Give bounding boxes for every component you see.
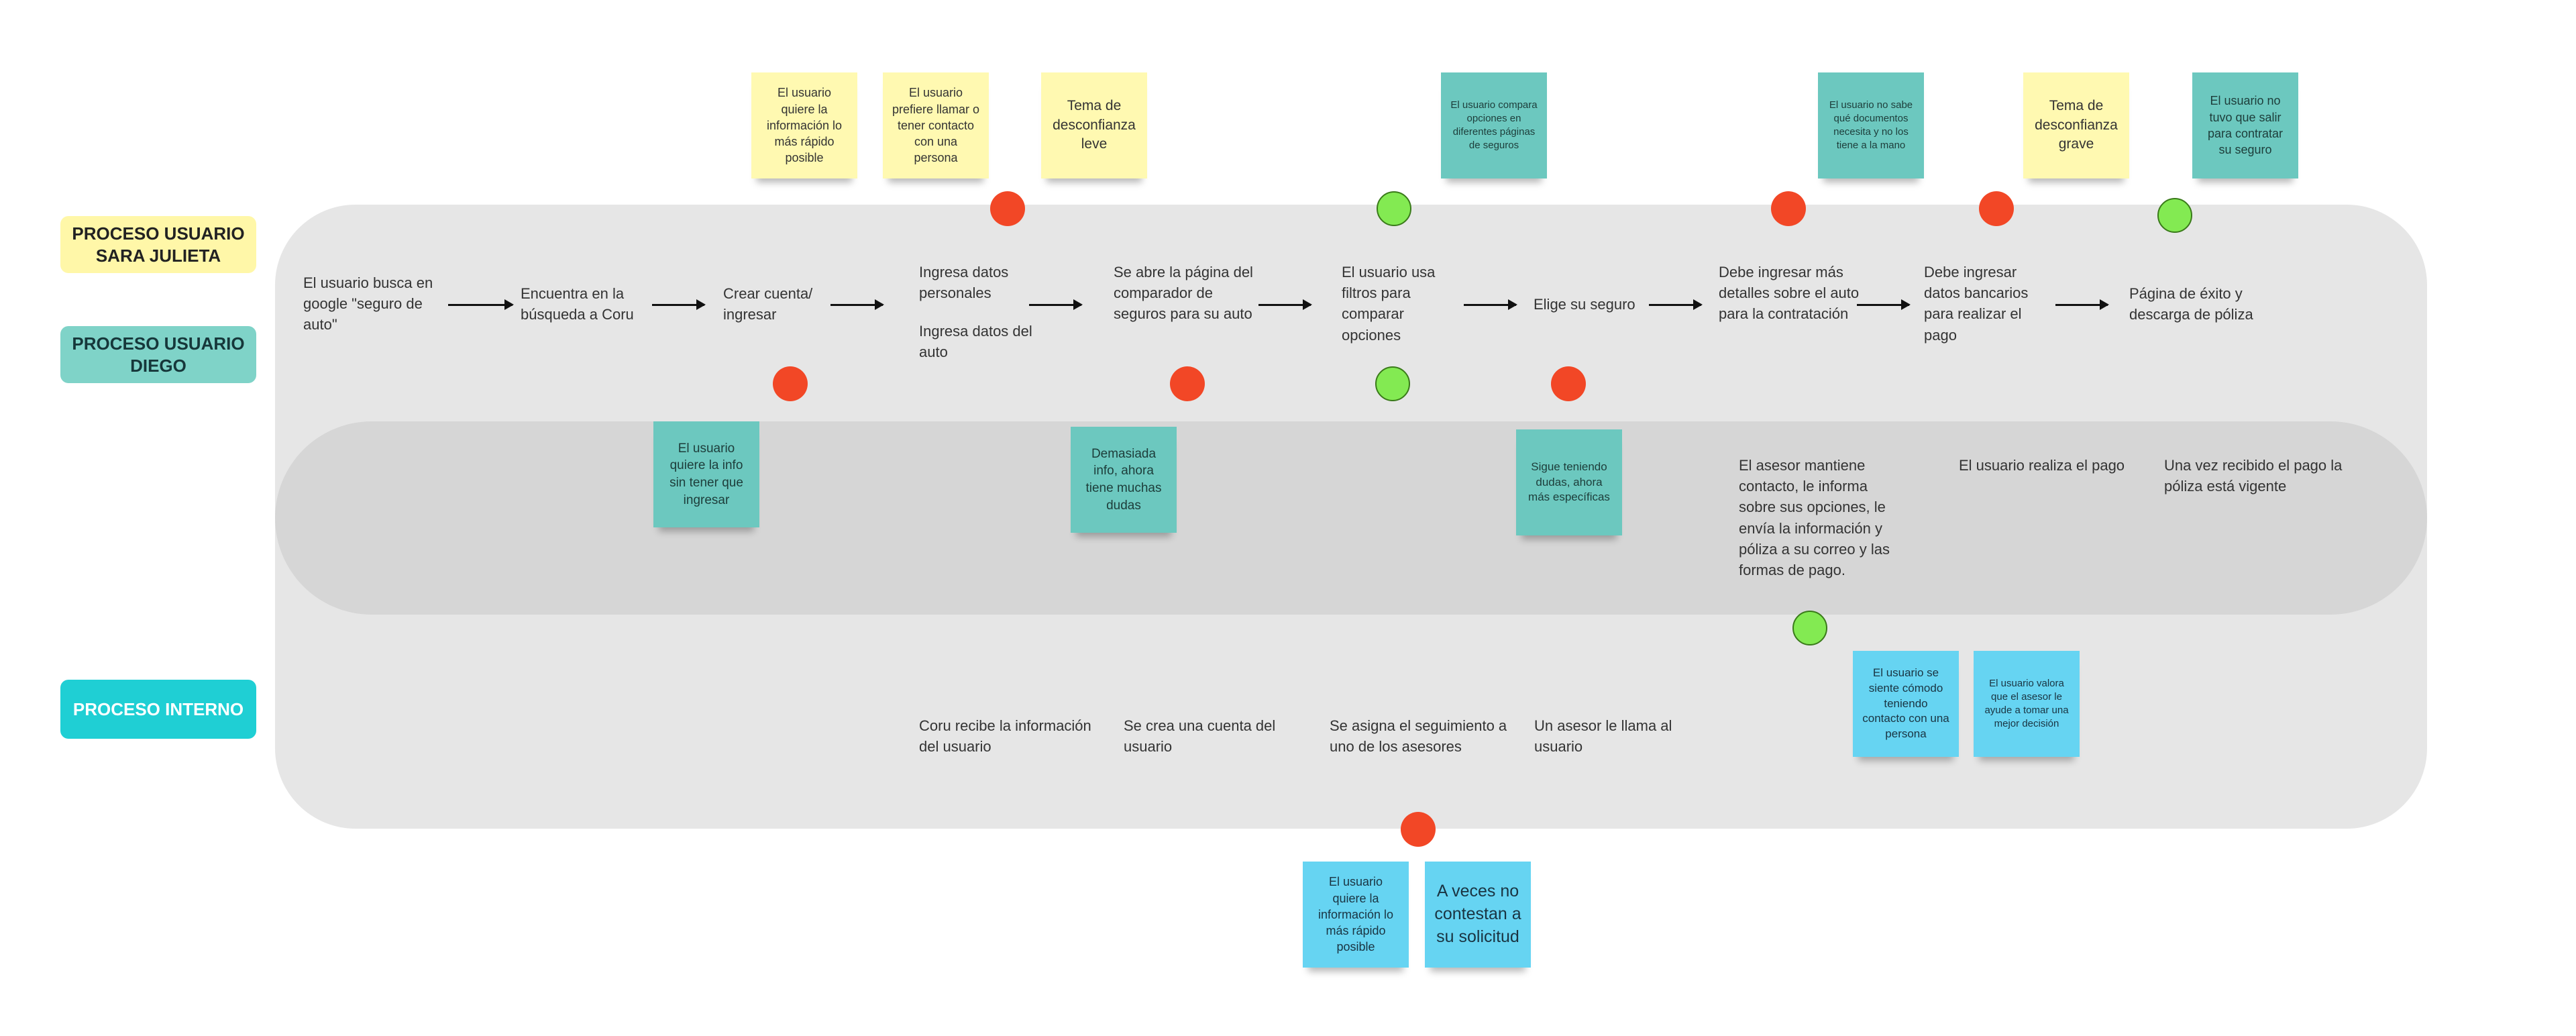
lane-label-interno: PROCESO INTERNO: [60, 680, 256, 739]
lane-label-sara: PROCESO USUARIO SARA JULIETA: [60, 216, 256, 273]
sticky-note[interactable]: Tema de desconfianza leve: [1041, 72, 1147, 178]
user-step: Se abre la página del comparador de segu…: [1114, 264, 1253, 323]
diego-step: El usuario realiza el pago: [1959, 457, 2125, 474]
sticky-note[interactable]: El usuario valora que el asesor le ayude…: [1974, 651, 2080, 757]
user-step: Encuentra en la búsqueda a Coru: [521, 285, 634, 323]
user-step: El usuario usa filtros para comparar opc…: [1342, 264, 1436, 344]
user-step: Debe ingresar más detalles sobre el auto…: [1719, 264, 1860, 323]
sticky-note[interactable]: El usuario quiere la info sin tener que …: [653, 421, 759, 527]
flow-arrow: [2055, 299, 2109, 310]
internal-step: Coru recibe la información del usuario: [919, 717, 1091, 756]
negative-indicator-dot: [990, 191, 1025, 226]
process-lane-diego: [275, 421, 2427, 615]
negative-indicator-dot: [1170, 366, 1205, 401]
sticky-note[interactable]: El usuario compara opciones en diferente…: [1441, 72, 1547, 178]
negative-indicator-dot: [1401, 812, 1436, 847]
positive-indicator-dot: [2157, 198, 2192, 233]
sticky-note[interactable]: El usuario no tuvo que salir para contra…: [2192, 72, 2298, 178]
flow-arrow: [1029, 299, 1083, 310]
flow-arrow: [448, 299, 514, 310]
sticky-note[interactable]: Tema de desconfianza grave: [2023, 72, 2129, 178]
sticky-note[interactable]: El usuario no sabe qué documentos necesi…: [1818, 72, 1924, 178]
internal-step: Se asigna el seguimiento a uno de los as…: [1330, 717, 1507, 756]
lane-label-diego: PROCESO USUARIO DIEGO: [60, 326, 256, 383]
sticky-note[interactable]: El usuario quiere la información lo más …: [1303, 862, 1409, 968]
flow-arrow: [830, 299, 884, 310]
sticky-note[interactable]: A veces no contestan a su solicitud: [1425, 862, 1531, 968]
user-step: Página de éxito y descarga de póliza: [2129, 285, 2253, 323]
sticky-note[interactable]: El usuario quiere la información lo más …: [751, 72, 857, 178]
internal-step: Un asesor le llama al usuario: [1534, 717, 1672, 756]
user-step: Crear cuenta/ ingresar: [723, 285, 813, 323]
flow-arrow: [1857, 299, 1911, 310]
user-step: Elige su seguro: [1534, 296, 1635, 313]
positive-indicator-dot: [1377, 191, 1411, 226]
sticky-note[interactable]: El usuario se siente cómodo teniendo con…: [1853, 651, 1959, 757]
user-step: Debe ingresar datos bancarios para reali…: [1924, 264, 2029, 344]
user-step: Ingresa datos del auto: [919, 323, 1032, 361]
negative-indicator-dot: [773, 366, 808, 401]
user-step: Ingresa datos personales: [919, 264, 1009, 302]
sticky-note[interactable]: Demasiada info, ahora tiene muchas dudas: [1071, 427, 1177, 533]
negative-indicator-dot: [1771, 191, 1806, 226]
flow-arrow: [1258, 299, 1312, 310]
positive-indicator-dot: [1792, 611, 1827, 645]
diego-step: El asesor mantiene contacto, le informa …: [1739, 457, 1890, 579]
flow-arrow: [1464, 299, 1517, 310]
internal-step: Se crea una cuenta del usuario: [1124, 717, 1276, 756]
user-step: El usuario busca en google "seguro de au…: [303, 274, 433, 333]
diego-step: Una vez recibido el pago la póliza está …: [2164, 457, 2343, 495]
flow-arrow: [1649, 299, 1703, 310]
negative-indicator-dot: [1979, 191, 2014, 226]
negative-indicator-dot: [1551, 366, 1586, 401]
flow-arrow: [652, 299, 706, 310]
sticky-note[interactable]: Sigue teniendo dudas, ahora más específi…: [1516, 429, 1622, 535]
sticky-note[interactable]: El usuario prefiere llamar o tener conta…: [883, 72, 989, 178]
positive-indicator-dot: [1375, 366, 1410, 401]
